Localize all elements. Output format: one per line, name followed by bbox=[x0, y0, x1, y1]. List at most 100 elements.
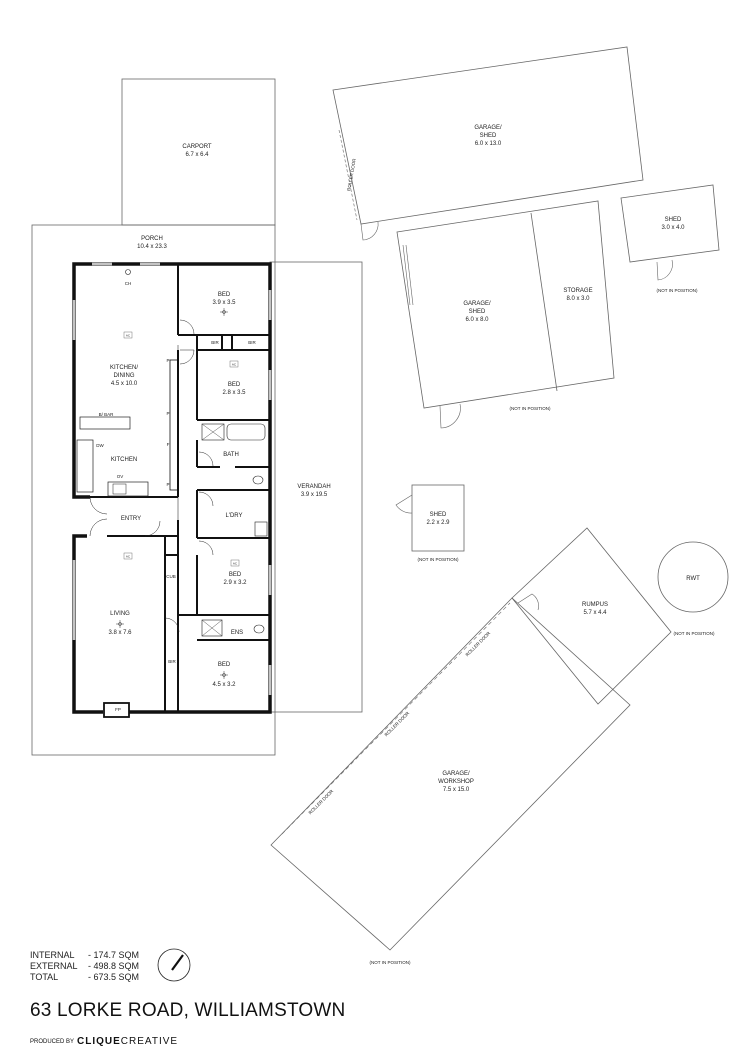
door-swing-rumpus bbox=[517, 593, 539, 611]
kitchen-label: KITCHEN bbox=[111, 457, 137, 463]
ch-label: CH bbox=[125, 281, 132, 286]
not-in-position-5: (NOT IN POSITION) bbox=[370, 960, 411, 965]
garage-shed-top-dims: 6.0 x 13.0 bbox=[475, 141, 502, 147]
rwt-label: RWT bbox=[686, 576, 700, 582]
area-value: - 673.5 SQM bbox=[88, 972, 140, 982]
porch-label: PORCH bbox=[141, 236, 163, 242]
rumpus-outline bbox=[511, 527, 672, 705]
bir-label-1: BIR bbox=[211, 340, 219, 345]
garage-workshop-label2: WORKSHOP bbox=[438, 779, 474, 785]
garage-shed-mid-dims: 6.0 x 8.0 bbox=[465, 317, 489, 323]
porch-dims: 10.4 x 23.3 bbox=[137, 244, 167, 250]
shed-small-outline bbox=[620, 184, 720, 263]
kitchen-dining-label: KITCHEN/ bbox=[110, 365, 138, 371]
kitchen-dining-label2: DINING bbox=[114, 373, 135, 379]
shed-mid-outline bbox=[411, 484, 465, 552]
rumpus-dims: 5.7 x 4.4 bbox=[583, 610, 607, 616]
dw-label: DW bbox=[96, 443, 104, 448]
living-label: LIVING bbox=[110, 611, 130, 617]
area-internal-row: INTERNAL - 174.7 SQM bbox=[30, 950, 139, 961]
bath-label: BATH bbox=[223, 452, 239, 458]
svg-text:AC: AC bbox=[126, 555, 131, 559]
bed4-label: BED bbox=[218, 662, 231, 668]
house-wall-right bbox=[178, 262, 272, 714]
ac-marker-1: AC bbox=[123, 331, 133, 339]
bed2-dims: 2.8 x 3.5 bbox=[222, 390, 246, 396]
ldry-label: L'DRY bbox=[225, 513, 242, 519]
bed3-label: BED bbox=[229, 572, 242, 578]
door-swing-mid-shed bbox=[439, 403, 461, 429]
ac-marker-3: AC bbox=[229, 360, 239, 368]
bir-label-2: BIR bbox=[248, 340, 256, 345]
bed3-dims: 2.9 x 3.2 bbox=[223, 580, 247, 586]
shed-small-label: SHED bbox=[665, 217, 682, 223]
not-in-position-4: (NOT IN POSITION) bbox=[674, 631, 715, 636]
ceiling-fan-icon bbox=[220, 308, 228, 316]
bbar-label: B/ BAR bbox=[99, 412, 115, 417]
not-in-position-1: (NOT IN POSITION) bbox=[510, 406, 551, 411]
garage-workshop-label: GARAGE/ bbox=[442, 771, 470, 777]
bed2-label: BED bbox=[228, 382, 241, 388]
area-label: TOTAL bbox=[30, 972, 59, 982]
produced-by-label: PRODUCED BY bbox=[30, 1038, 75, 1045]
area-label: INTERNAL bbox=[30, 950, 75, 960]
fp-label: FP bbox=[115, 707, 121, 712]
storage-label: STORAGE bbox=[563, 288, 592, 294]
bed1-dims: 3.9 x 3.5 bbox=[212, 300, 236, 306]
carport-dims: 6.7 x 6.4 bbox=[185, 152, 209, 158]
door-swing-shed-mid bbox=[395, 494, 413, 514]
roller-door-label-4: ROLLER DOOR bbox=[465, 630, 492, 657]
door-swing-small-shed bbox=[656, 259, 673, 281]
shed-small-dims: 3.0 x 4.0 bbox=[661, 225, 685, 231]
ac-marker-2: AC bbox=[123, 552, 133, 560]
ceiling-fan-icon bbox=[116, 620, 124, 628]
fridge-label: F bbox=[167, 442, 170, 447]
cub-label: CUB bbox=[166, 574, 176, 579]
not-in-position-2: (NOT IN POSITION) bbox=[657, 288, 698, 293]
garage-shed-top-label2: SHED bbox=[480, 133, 497, 139]
garage-workshop-dims: 7.5 x 15.0 bbox=[443, 787, 470, 793]
rwt-tank-outline bbox=[657, 541, 729, 613]
area-total-row: TOTAL - 673.5 SQM bbox=[30, 972, 139, 983]
house-wall-left-lower bbox=[72, 534, 103, 714]
kitchen-dining-dims: 4.5 x 10.0 bbox=[111, 381, 138, 387]
verandah-dims: 3.9 x 19.5 bbox=[301, 492, 328, 498]
entry-label: ENTRY bbox=[121, 516, 141, 522]
bed1-label: BED bbox=[218, 292, 231, 298]
bir-label-3: BIR bbox=[168, 659, 176, 664]
shed-mid-label: SHED bbox=[430, 512, 447, 518]
property-address: 63 LORKE ROAD, WILLIAMSTOWN bbox=[30, 1000, 346, 1021]
area-label: EXTERNAL bbox=[30, 961, 78, 971]
roller-door-label-2: ROLLER DOOR bbox=[308, 788, 335, 815]
svg-text:AC: AC bbox=[232, 363, 237, 367]
svg-text:AC: AC bbox=[126, 334, 131, 338]
ceiling-fan-icon bbox=[220, 671, 228, 679]
pantry-label-3: P bbox=[166, 358, 169, 363]
roller-door-label-1: ROLLER DOOR bbox=[346, 157, 357, 191]
door-swing-top-shed bbox=[360, 221, 379, 241]
svg-text:AC: AC bbox=[233, 562, 238, 566]
brand-part-a: CLIQUE bbox=[77, 1036, 121, 1047]
rumpus-label: RUMPUS bbox=[582, 602, 608, 608]
living-dims: 3.8 x 7.6 bbox=[108, 630, 132, 636]
fireplace-outline bbox=[103, 702, 130, 718]
shed-mid-dims: 2.2 x 2.9 bbox=[426, 520, 450, 526]
north-arrow-icon bbox=[157, 948, 191, 982]
garage-shed-mid-label2: SHED bbox=[469, 309, 486, 315]
producer-credit: PRODUCED BY CLIQUECREATIVE bbox=[30, 1036, 178, 1047]
garage-shed-mid-outline bbox=[396, 200, 615, 409]
garage-shed-top-label: GARAGE/ bbox=[474, 125, 502, 131]
storage-dims: 8.0 x 3.0 bbox=[566, 296, 590, 302]
pantry-label-2: P bbox=[166, 482, 169, 487]
brand-part-b: CREATIVE bbox=[120, 1036, 179, 1047]
garage-shed-mid-label: GARAGE/ bbox=[463, 301, 491, 307]
ov-label: OV bbox=[117, 474, 124, 479]
house-wall-left-upper bbox=[72, 262, 178, 499]
garage-shed-top-outline bbox=[332, 46, 644, 225]
verandah-label: VERANDAH bbox=[297, 484, 330, 490]
carport-label: CARPORT bbox=[182, 144, 212, 150]
bed4-dims: 4.5 x 3.2 bbox=[212, 682, 236, 688]
ens-label: ENS bbox=[231, 630, 243, 636]
ac-marker-4: AC bbox=[230, 559, 240, 567]
